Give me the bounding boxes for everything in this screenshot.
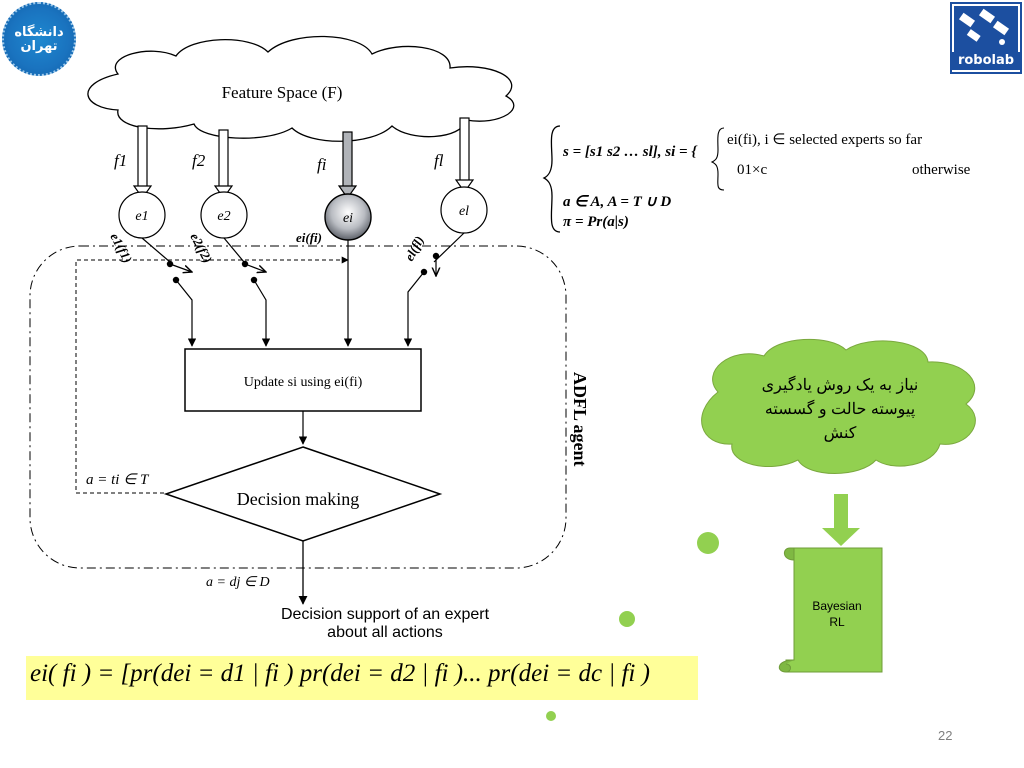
feature-arrow-1 [132,125,153,200]
expert-label-1: e1 [135,209,148,224]
feature-label-l: fl [434,151,444,170]
thought-bubble-large [697,532,719,554]
diagram-caption: Decision support of an expert about all … [230,606,540,642]
adfl-agent-boundary [29,245,567,569]
expert-output-l: el(fl) [401,233,426,263]
scroll-label-line-2: RL [829,615,845,629]
note-line-2: پیوسته حالت و گسسته [764,401,916,418]
expert-label-i: ei [343,211,353,226]
feature-arrow-i [337,131,358,200]
caption-line-2: about all actions [327,624,443,641]
robolab-logo-text: robolab [952,52,1020,70]
note-text: نیاز به یک روش یادگیری پیوسته حالت و گسس… [730,374,950,446]
adfl-agent-label: ADFL agent [570,372,590,467]
note-cloud [701,338,976,474]
equation-highlight [26,656,698,700]
case-brace [710,127,725,191]
expert-output-i: ei(fi) [296,230,322,245]
feature-label-1: f1 [114,151,127,170]
feature-label-2: f2 [192,151,206,170]
output-label: a = dj ∈ D [206,575,270,590]
expert-label-2: e2 [217,209,230,224]
expert-output-equation: ei( fi ) = [pr(dei = d1 | fi ) pr(dei = … [30,660,650,687]
feedback-label: a = ti ∈ T [86,472,150,488]
decision-label: Decision making [237,489,359,509]
feature-space-cloud [87,35,515,142]
state-case-1: ei(fi), i ∈ selected experts so far [727,132,923,148]
state-case-2-text: otherwise [912,162,971,178]
scroll-label-line-1: Bayesian [812,599,862,613]
switch-2-arm [244,263,266,272]
caption-line-1: Decision support of an expert [280,606,490,623]
university-logo: دانشگاه تهران [2,2,76,76]
expert-label-l: el [459,204,469,219]
action-set-formula: a ∈ A, A = T ∪ D [563,194,672,210]
switch-1-arm [169,263,192,272]
thought-bubble-small [546,711,556,721]
state-formula: s = [s1 s2 … sl], si = { [563,144,697,160]
feedback-loop [75,256,349,494]
university-logo-text: دانشگاه تهران [14,25,64,54]
page-number: 22 [938,728,953,743]
update-box-label: Update si using ei(fi) [244,375,363,390]
feature-arrow-l [454,117,475,194]
note-line-1: نیاز به یک روش یادگیری [761,377,919,394]
note-line-3: کنش [823,425,857,442]
thought-bubble-medium [619,611,635,627]
feature-arrow-2 [213,129,234,200]
note-arrow [822,494,860,546]
policy-formula: π = Pr(a|s) [563,214,629,230]
bayesian-scroll [778,547,883,673]
state-case-2-value: 01×c [737,162,768,178]
feature-space-label: Feature Space (F) [222,83,343,102]
robolab-logo: robolab [950,2,1022,74]
robot-arms-icon [954,6,1018,52]
update-box [184,348,422,412]
scroll-label: Bayesian RL [796,598,878,630]
formula-brace [542,125,561,233]
feature-label-i: fi [317,155,327,174]
